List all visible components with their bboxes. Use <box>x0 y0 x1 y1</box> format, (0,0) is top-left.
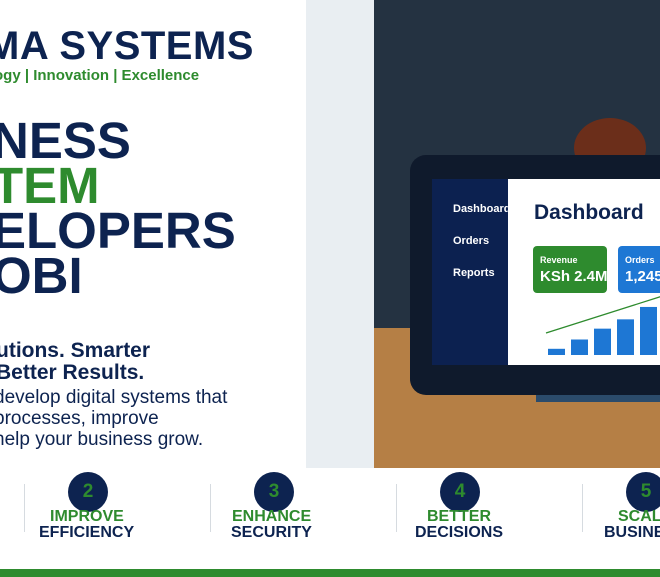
desc-line-2: processes, improve <box>0 408 159 429</box>
orders-label: Orders <box>625 255 655 265</box>
trend-line <box>545 296 660 334</box>
dashboard-title: Dashboard <box>534 201 644 224</box>
step-subtitle: EFFICIENCY <box>39 524 135 541</box>
hero-image: Dashboard Orders Reports Dashboard Reven… <box>374 0 660 468</box>
step-number-badge: 4 <box>440 472 480 512</box>
headline-line-1: NESS <box>0 112 131 169</box>
headline-line-3: ELOPERS <box>0 202 236 259</box>
background-strip <box>306 0 374 468</box>
orders-card: Orders 1,245 <box>618 246 660 293</box>
orders-value: 1,245 <box>625 268 660 285</box>
chart-bar <box>617 319 634 355</box>
chart-bar <box>571 339 588 355</box>
step-divider <box>210 484 211 532</box>
subhead-line-2: Better Results. <box>0 361 145 384</box>
step-title: ENHANCE <box>232 508 312 525</box>
headline-line-4: OBI <box>0 247 83 304</box>
hero-description: develop digital systems that processes, … <box>0 387 227 450</box>
revenue-value: KSh 2.4M <box>540 268 607 285</box>
desc-line-3: help your business grow. <box>0 429 204 450</box>
benefits-strip <box>0 468 660 569</box>
hero-subheading: utions. Smarter Better Results. <box>0 340 150 384</box>
sidebar-item-orders: Orders <box>453 235 490 247</box>
sidebar-item-reports: Reports <box>453 267 495 279</box>
step-number-badge: 5 <box>626 472 660 512</box>
dashboard-bar-chart <box>545 296 660 355</box>
brand-tagline: ogy | Innovation | Excellence <box>0 67 200 84</box>
headline-line-2: TEM <box>0 157 100 214</box>
desc-line-1: develop digital systems that <box>0 387 228 408</box>
step-divider <box>582 484 583 532</box>
step-subtitle: BUSINE <box>604 524 660 541</box>
dashboard-sidebar: Dashboard Orders Reports <box>432 179 511 365</box>
step-subtitle: SECURITY <box>231 524 312 541</box>
revenue-card: Revenue KSh 2.4M <box>533 246 607 293</box>
step-number-badge: 2 <box>68 472 108 512</box>
footer-accent-bar <box>0 569 660 577</box>
step-divider <box>396 484 397 532</box>
hero-panel: MA SYSTEMS ogy | Innovation | Excellence… <box>0 0 306 468</box>
chart-bar <box>594 328 611 355</box>
step-number-badge: 3 <box>254 472 294 512</box>
chart-bar <box>548 348 565 355</box>
step-subtitle: DECISIONS <box>415 524 504 541</box>
hero-headline: NESS TEM ELOPERS OBI <box>0 112 236 304</box>
step-title: SCAL <box>618 508 660 525</box>
dashboard-screen: Dashboard Orders Reports Dashboard Reven… <box>432 179 660 365</box>
step-title: BETTER <box>427 508 491 525</box>
step-title: IMPROVE <box>50 508 124 525</box>
sidebar-item-dashboard: Dashboard <box>453 203 511 215</box>
subhead-line-1: utions. Smarter <box>0 339 151 362</box>
revenue-label: Revenue <box>540 255 578 265</box>
chart-bar <box>640 306 657 355</box>
brand-name: MA SYSTEMS <box>0 24 254 68</box>
step-divider <box>24 484 25 532</box>
